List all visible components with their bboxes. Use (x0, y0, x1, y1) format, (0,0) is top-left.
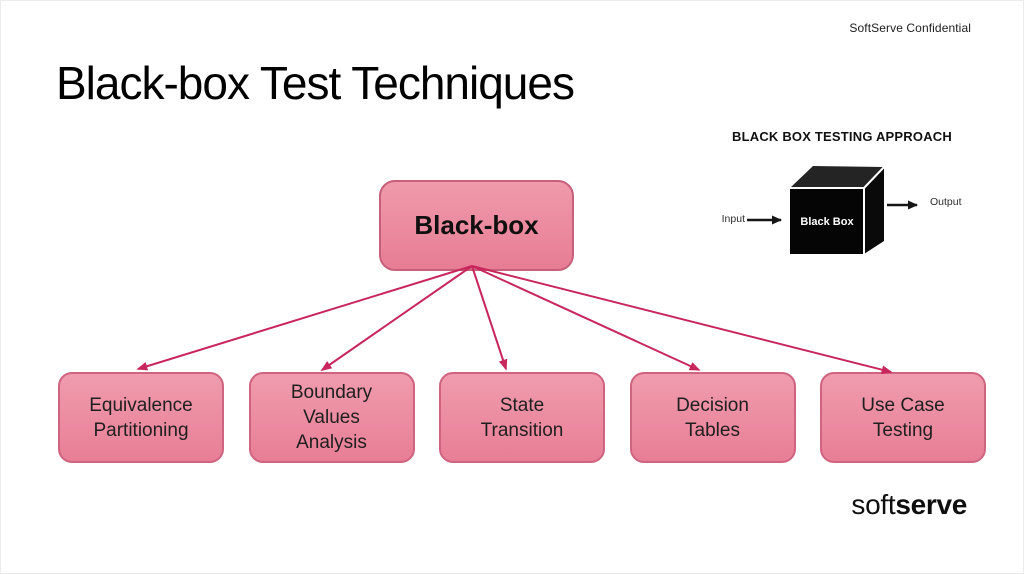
input-label: Input (721, 213, 745, 225)
node-label: Equivalence Partitioning (89, 394, 193, 441)
logo-bold-part: serve (895, 489, 967, 520)
node-label: Decision Tables (676, 394, 749, 441)
confidential-label: SoftServe Confidential (849, 21, 971, 35)
node-state-transition: State Transition (439, 372, 605, 463)
child-node-row: Equivalence Partitioning Boundary Values… (58, 372, 986, 463)
arrow-to-use-case-testing (471, 265, 893, 374)
node-label: Boundary Values Analysis (290, 382, 373, 453)
illustration-title: BLACK BOX TESTING APPROACH (732, 129, 952, 144)
node-label: State Transition (480, 394, 564, 441)
output-label: Output (930, 196, 962, 208)
softserve-logo: softserve (851, 489, 967, 521)
black-box-cube-illustration: Black Box (747, 165, 918, 255)
cube-top-face (790, 166, 884, 188)
arrow-to-state-transition (471, 265, 508, 371)
cube-label: Black Box (800, 216, 854, 228)
node-boundary-values-analysis: Boundary Values Analysis (248, 372, 415, 463)
arrow-to-boundary-values-analysis (320, 265, 473, 371)
arrow-to-equivalence-partitioning (136, 265, 473, 371)
cube-right-face (864, 167, 884, 254)
cube-front-face (790, 188, 864, 254)
node-equivalence-partitioning: Equivalence Partitioning (58, 372, 224, 463)
page-title: Black-box Test Techniques (56, 57, 575, 109)
arrow-to-decision-tables (471, 265, 701, 371)
root-node-label: Black-box (414, 210, 539, 240)
node-use-case-testing: Use Case Testing (820, 372, 986, 463)
root-node-black-box: Black-box (379, 180, 574, 271)
node-decision-tables: Decision Tables (629, 372, 796, 463)
node-label: Use Case Testing (861, 394, 945, 441)
logo-light-part: soft (851, 489, 896, 520)
